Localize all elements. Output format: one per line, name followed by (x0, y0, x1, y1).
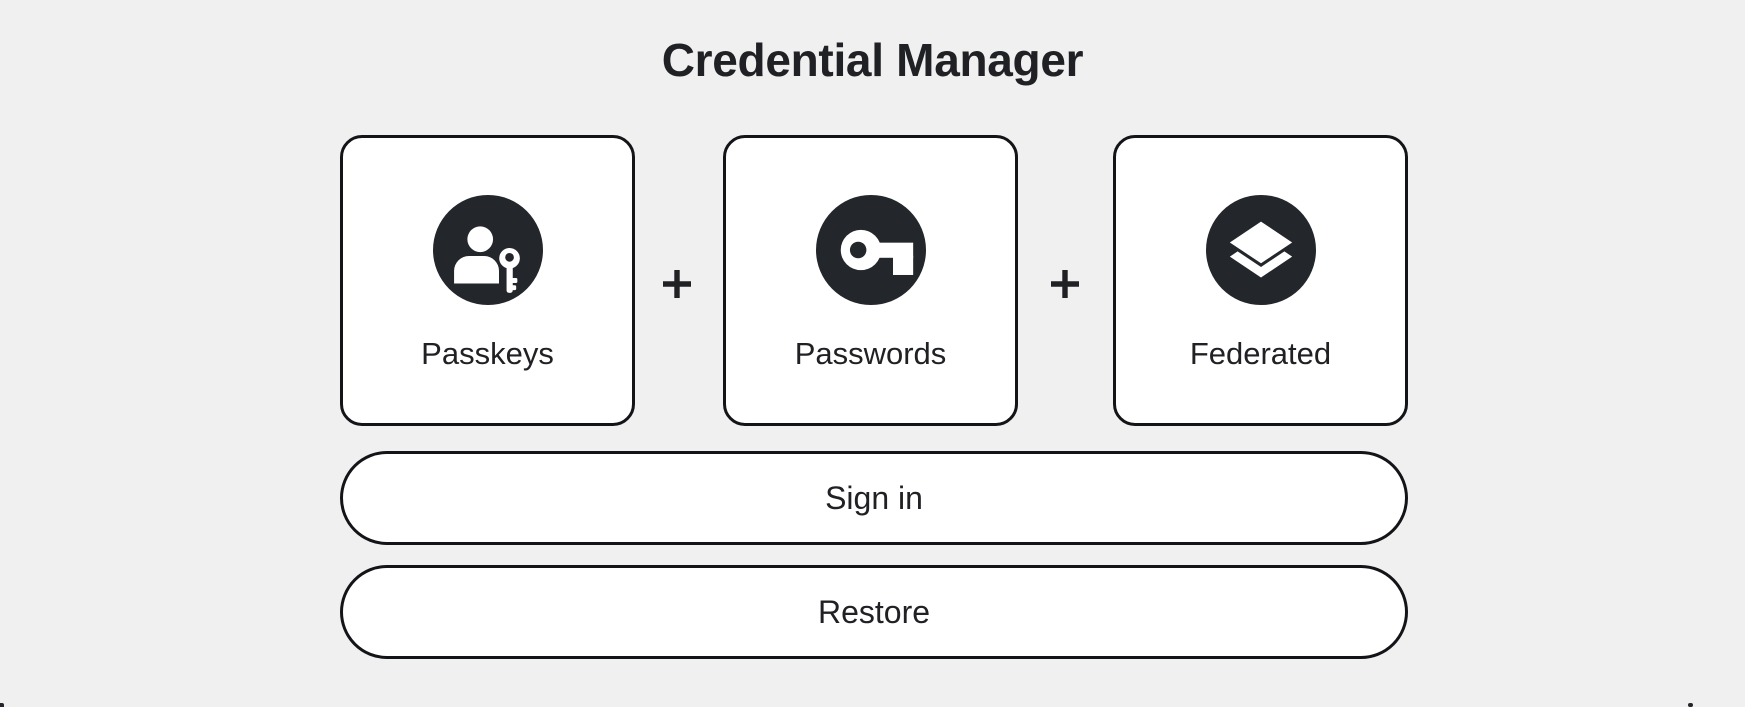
passkeys-card[interactable]: Passkeys (340, 135, 635, 426)
passwords-card-label: Passwords (794, 336, 947, 371)
screen-corner-artifact (0, 703, 4, 707)
passkey-icon (432, 195, 543, 305)
restore-button[interactable]: Restore (340, 565, 1408, 659)
layers-icon (1205, 195, 1316, 305)
page-title: Credential Manager (661, 34, 1084, 86)
passwords-card[interactable]: Passwords (723, 135, 1018, 426)
plus-icon (1051, 270, 1079, 298)
screen-corner-artifact (1688, 703, 1693, 707)
sign-in-button[interactable]: Sign in (340, 451, 1408, 545)
key-icon (815, 195, 926, 305)
plus-icon (663, 270, 691, 298)
federated-card[interactable]: Federated (1113, 135, 1408, 426)
passkeys-card-label: Passkeys (421, 336, 554, 371)
federated-card-label: Federated (1189, 336, 1332, 371)
